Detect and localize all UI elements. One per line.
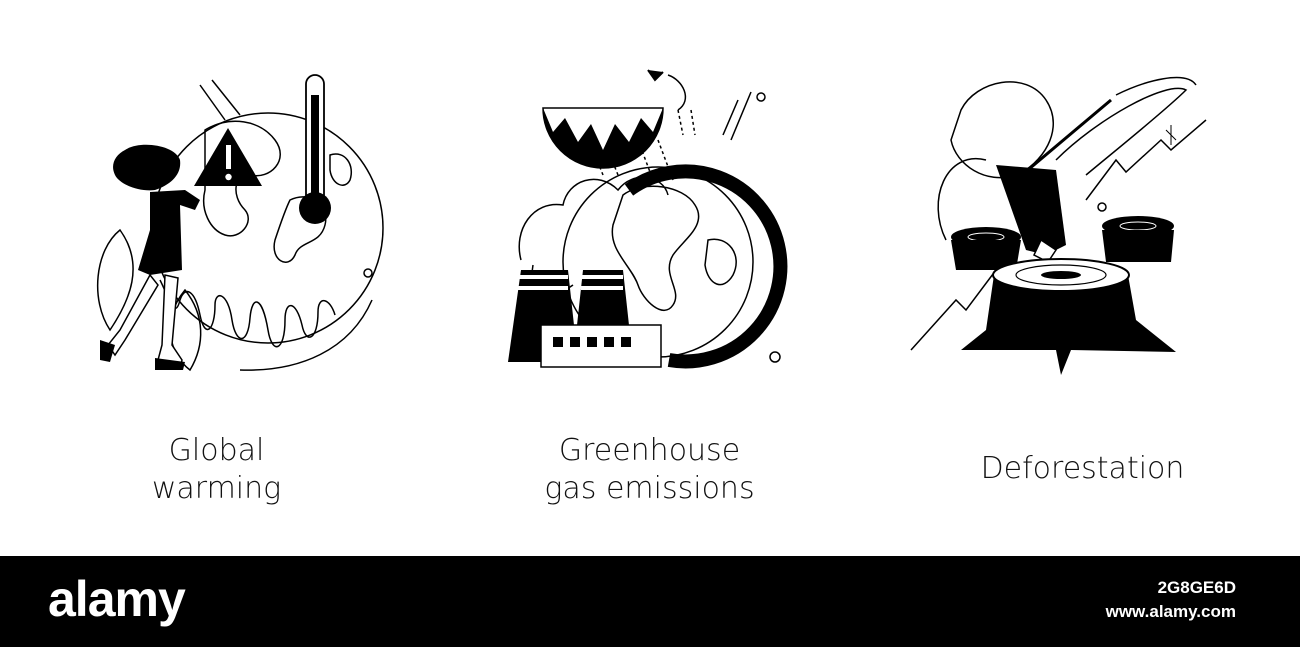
watermark-footer: alamy 2G8GE6D www.alamy.com bbox=[0, 556, 1300, 647]
ring-shape bbox=[624, 164, 788, 369]
thermometer-icon bbox=[299, 74, 331, 224]
panel-deforestation: Deforestation bbox=[866, 0, 1299, 556]
woman-figure-icon bbox=[100, 144, 200, 370]
small-stump-icon bbox=[1102, 216, 1174, 262]
sun-icon bbox=[542, 69, 664, 169]
greenhouse-gas-illustration bbox=[508, 69, 788, 369]
deforestation-illustration bbox=[910, 76, 1207, 375]
image-id-block: 2G8GE6D www.alamy.com bbox=[1106, 576, 1236, 624]
caption-line: Global bbox=[168, 433, 265, 468]
warning-icon bbox=[194, 128, 262, 186]
tree-stump-icon bbox=[961, 258, 1176, 375]
image-id: 2G8GE6D bbox=[1157, 578, 1236, 597]
brand-logo: alamy bbox=[48, 571, 186, 627]
caption-line: gas emissions bbox=[544, 471, 755, 506]
caption-line: warming bbox=[151, 471, 282, 506]
caption-greenhouse-gas: Greenhouse gas emissions bbox=[433, 432, 866, 508]
site-url: www.alamy.com bbox=[1105, 602, 1236, 621]
caption-line: Greenhouse bbox=[558, 433, 741, 468]
caption-global-warming: Global warming bbox=[0, 432, 433, 508]
caption-deforestation: Deforestation bbox=[866, 450, 1299, 488]
factory-icon bbox=[508, 270, 662, 368]
axe-icon bbox=[996, 98, 1112, 263]
panel-global-warming: Global warming bbox=[0, 0, 433, 556]
small-stump-icon bbox=[951, 227, 1021, 270]
caption-line: Deforestation bbox=[980, 451, 1185, 486]
global-warming-illustration bbox=[97, 74, 384, 372]
panel-greenhouse-gas: Greenhouse gas emissions bbox=[433, 0, 866, 556]
